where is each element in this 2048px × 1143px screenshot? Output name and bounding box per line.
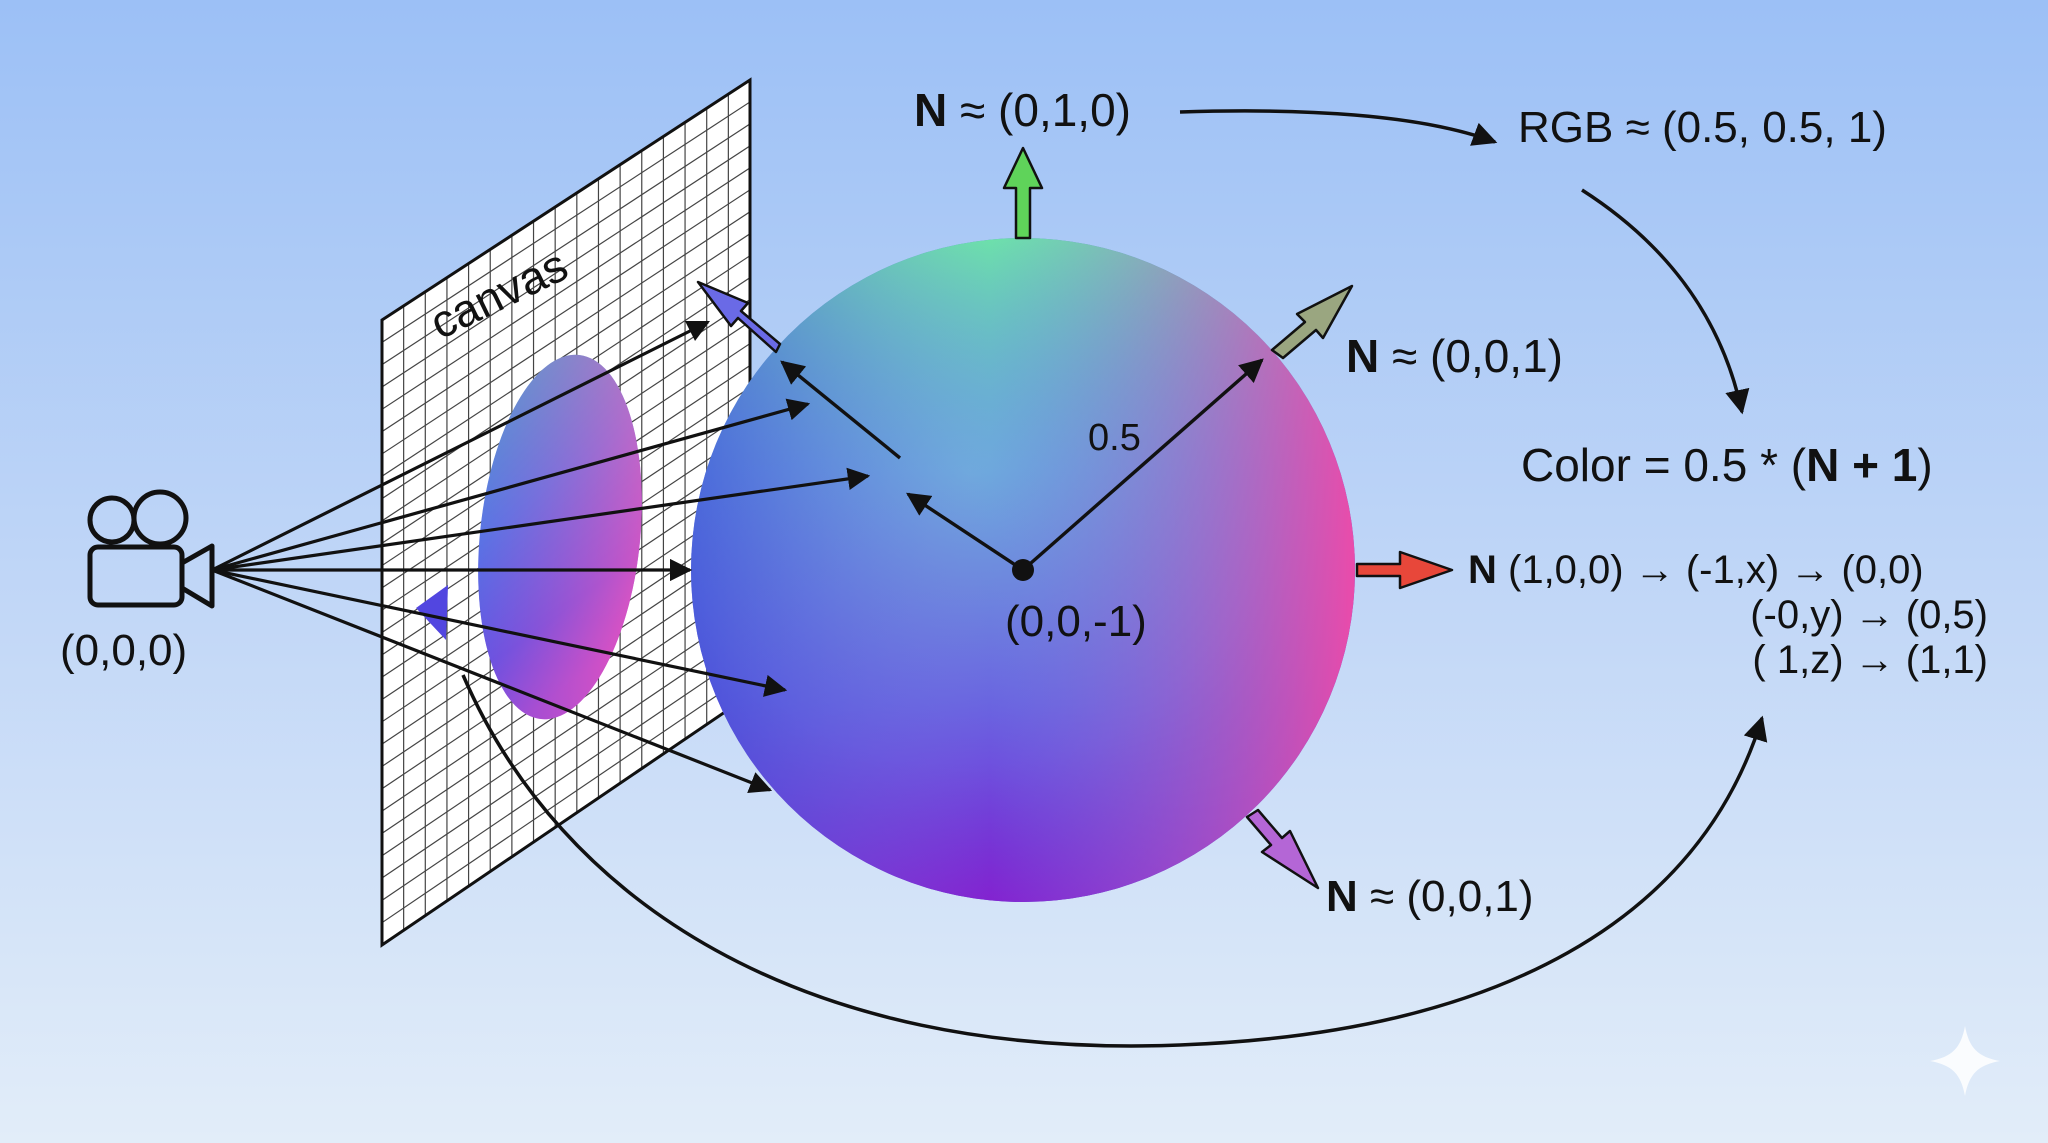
camera-rays (211, 320, 871, 794)
pixel-marker (416, 585, 448, 640)
normal-mapping-line-3: ( 1,z) → (1,1) (1752, 638, 1988, 682)
normal-top-label: N ≈ (0,1,0) (914, 84, 1131, 136)
sphere-center-label: (0,0,-1) (1005, 597, 1147, 646)
rgb-result-label: RGB ≈ (0.5, 0.5, 1) (1518, 103, 1887, 152)
radius-label: 0.5 (1088, 417, 1141, 459)
canvas-grid-line (382, 167, 750, 410)
flow-arrows (461, 109, 1768, 1048)
sparkle-icon (1930, 1026, 2000, 1096)
color-formula: Color = 0.5 * (N + 1) (1521, 439, 1933, 491)
normal-arrow-right (1355, 550, 1454, 590)
surface-normal-arrows (696, 146, 1454, 890)
canvas-grid-line (382, 145, 750, 388)
normal-mapping-line-1: N (1,0,0) → (-1,x) → (0,0) (1468, 548, 1924, 592)
canvas-grid-line (382, 233, 750, 477)
normal-arrow-down-right (1245, 808, 1320, 890)
canvas-grid-line (382, 123, 750, 366)
canvas-grid-line (382, 672, 750, 924)
sphere-center-dot (1012, 559, 1034, 581)
normal-arrow-up (1002, 146, 1044, 240)
projected-sphere-ellipse (478, 354, 642, 720)
normal-arrow-left-up (696, 280, 782, 354)
canvas-grid-line (382, 211, 750, 455)
normal-diagonal-label: N ≈ (0,0,1) (1346, 330, 1563, 382)
normal-mapping-line-2: (-0,y) → (0,5) (1750, 593, 1988, 637)
camera-origin-label: (0,0,0) (60, 626, 187, 675)
canvas-grid-line (382, 189, 750, 433)
normal-bottom-label: N ≈ (0,0,1) (1326, 872, 1534, 921)
canvas-grid-line (382, 606, 750, 857)
movie-camera-icon (87, 489, 215, 609)
normal-vectors (780, 358, 1264, 572)
normal-arrow-diagonal (1270, 284, 1354, 360)
canvas-grid-line (382, 101, 750, 343)
canvas-grid-line (382, 650, 750, 901)
